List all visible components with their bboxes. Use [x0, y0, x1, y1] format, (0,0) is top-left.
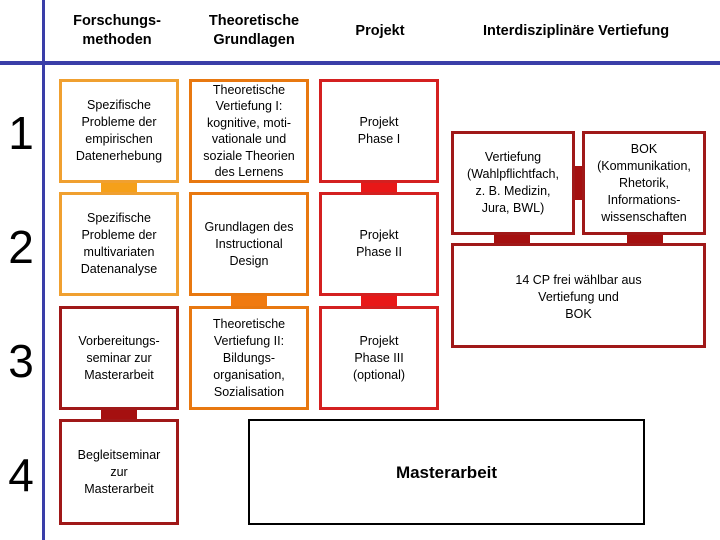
connector-r2-r3-col2	[231, 295, 267, 307]
box-grundlagen-instructional-design: Grundlagen des Instructional Design	[189, 192, 309, 296]
connector-r1-r2-col1	[101, 181, 137, 193]
connector-r3-r4-col1	[101, 408, 137, 420]
box-theoretische-vertiefung-2: Theoretische Vertiefung II: Bildungs- or…	[189, 306, 309, 410]
header-interdisziplinaere-vertiefung: Interdisziplinäre Vertiefung	[482, 22, 670, 39]
box-bok: BOK (Kommunikation, Rhetorik, Informatio…	[582, 131, 706, 235]
row-number-4: 4	[8, 449, 34, 501]
connector-r1-r2-col3	[361, 181, 397, 193]
box-frei-waehlbar: 14 CP frei wählbar aus Vertiefung und BO…	[451, 243, 706, 348]
row-number-3: 3	[8, 335, 34, 387]
box-masterarbeit: Masterarbeit	[248, 419, 645, 525]
box-theoretische-vertiefung-1: Theoretische Vertiefung I: kognitive, mo…	[189, 79, 309, 183]
connector-bok-frei	[627, 233, 663, 245]
header-projekt: Projekt	[355, 22, 405, 39]
box-projekt-phase-2: Projekt Phase II	[319, 192, 439, 296]
box-vorbereitungsseminar: Vorbereitungs- seminar zur Masterarbeit	[59, 306, 179, 410]
box-vertiefung: Vertiefung (Wahlpflichtfach, z. B. Mediz…	[451, 131, 575, 235]
row-number-2: 2	[8, 221, 34, 273]
header-divider	[0, 61, 720, 65]
box-begleitseminar: Begleitseminar zur Masterarbeit	[59, 419, 179, 525]
connector-r2-r3-col3	[361, 295, 397, 307]
box-projekt-phase-1: Projekt Phase I	[319, 79, 439, 183]
box-spezifische-probleme-datenanalyse: Spezifische Probleme der multivariaten D…	[59, 192, 179, 296]
row-number-1: 1	[8, 107, 34, 159]
box-spezifische-probleme-datenerhebung: Spezifische Probleme der empirischen Dat…	[59, 79, 179, 183]
box-projekt-phase-3: Projekt Phase III (optional)	[319, 306, 439, 410]
header-forschungsmethoden: Forschungs- methoden	[73, 13, 161, 48]
header-theoretische-grundlagen: Theoretische Grundlagen	[208, 13, 300, 48]
connector-vertiefung-frei	[494, 233, 530, 245]
vertical-divider	[42, 0, 45, 540]
